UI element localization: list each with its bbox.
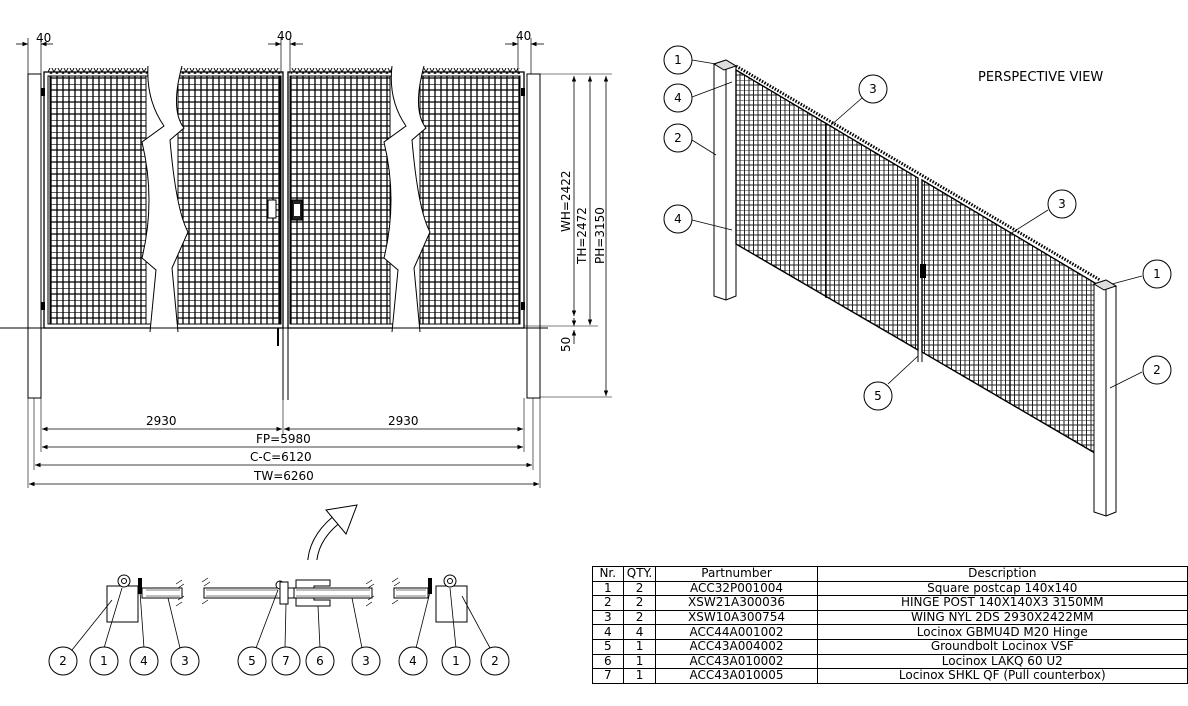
dim-wing-right: 2930 — [388, 414, 419, 428]
bom-cell-nr: 2 — [592, 595, 624, 611]
dim-th: TH=2472 — [575, 207, 589, 265]
bom-header-nr: Nr. — [592, 566, 624, 582]
bom-row: 4 4 ACC44A001002 Locinox GBMU4D M20 Hing… — [592, 624, 1188, 640]
bom-row: 2 2 XSW21A300036 HINGE POST 140X140X3 31… — [592, 595, 1188, 611]
balloon-sv-6: 6 — [316, 654, 324, 668]
bom-cell-description: Locinox LAKQ 60 U2 — [816, 653, 1188, 670]
bom-header-description: Description — [816, 566, 1188, 582]
bom-cell-partnumber: ACC32P001004 — [655, 580, 818, 597]
bom-cell-description: Locinox SHKL QF (Pull counterbox) — [816, 668, 1188, 684]
balloon-pv-2b: 2 — [1153, 363, 1161, 377]
bom-cell-nr: 4 — [592, 624, 624, 640]
balloon-sv-3a: 3 — [181, 654, 189, 668]
bom-cell-partnumber: XSW21A300036 — [655, 595, 818, 611]
left-wing — [43, 65, 284, 333]
bom-cell-description: Locinox GBMU4D M20 Hinge — [816, 624, 1188, 640]
bom-cell-qty: 4 — [622, 624, 657, 640]
section-view: 2 1 4 3 5 7 6 3 4 — [48, 504, 510, 676]
balloon-sv-2b: 2 — [491, 654, 499, 668]
balloon-sv-1b: 1 — [452, 654, 460, 668]
bom-header-partnumber: Partnumber — [655, 566, 818, 582]
balloon-pv-5: 5 — [874, 389, 882, 403]
balloon-pv-3b: 3 — [1058, 197, 1066, 211]
bom-cell-partnumber: ACC43A010002 — [655, 653, 818, 670]
bom-row: 5 1 ACC43A004002 Groundbolt Locinox VSF — [592, 638, 1188, 655]
bom-cell-nr: 6 — [592, 653, 624, 670]
left-post — [27, 73, 42, 399]
balloon-sv-1a: 1 — [100, 654, 108, 668]
balloon-sv-7: 7 — [282, 654, 290, 668]
balloon-sv-3b: 3 — [362, 654, 370, 668]
balloon-pv-3a: 3 — [869, 82, 877, 96]
dim-gap: 50 — [559, 337, 573, 352]
section-balloons: 2 1 4 3 5 7 6 3 4 — [48, 587, 510, 676]
front-view: 40 40 40 WH=2422 TH=2472 PH=3150 — [0, 29, 612, 488]
bom-cell-qty: 2 — [622, 595, 657, 611]
bom-header-qty: QTY. — [622, 566, 657, 582]
dim-fp: FP=5980 — [256, 432, 311, 446]
bom-row: 6 1 ACC43A010002 Locinox LAKQ 60 U2 — [592, 653, 1188, 670]
bom-cell-qty: 1 — [622, 638, 657, 655]
bom-cell-partnumber: XSW10A300754 — [655, 609, 818, 626]
bill-of-materials: Nr. QTY. Partnumber Description 1 2 ACC3… — [592, 566, 1188, 684]
dim-ph: PH=3150 — [593, 207, 607, 264]
bom-cell-qty: 2 — [622, 580, 657, 597]
dim-wh: WH=2422 — [559, 171, 573, 232]
bom-row: 1 2 ACC32P001004 Square postcap 140x140 — [592, 580, 1188, 597]
bom-cell-partnumber: ACC43A010005 — [655, 668, 818, 684]
balloon-pv-4a: 4 — [674, 91, 682, 105]
bom-cell-description: Groundbolt Locinox VSF — [816, 638, 1188, 655]
perspective-view: PERSPECTIVE VIEW 1 4 2 — [663, 45, 1172, 517]
bom-cell-nr: 1 — [592, 580, 624, 597]
balloon-pv-2a: 2 — [674, 131, 682, 145]
dim-wing-left: 2930 — [146, 414, 177, 428]
perspective-title: PERSPECTIVE VIEW — [978, 70, 1103, 85]
right-post — [526, 73, 541, 399]
width-dims: 2930 2930 FP=5980 C-C=6120 TW=6260 — [27, 398, 541, 488]
perspective-balloons: 1 4 2 4 3 3 1 2 5 — [663, 45, 1172, 411]
bom-header-row: Nr. QTY. Partnumber Description — [592, 566, 1188, 582]
bom-cell-nr: 7 — [592, 668, 624, 684]
bom-cell-partnumber: ACC44A001002 — [655, 624, 818, 640]
balloon-sv-5: 5 — [248, 654, 256, 668]
right-wing — [287, 65, 525, 333]
dim-post-right: 40 — [516, 29, 531, 43]
bom-cell-nr: 3 — [592, 609, 624, 626]
dim-cc: C-C=6120 — [250, 450, 312, 464]
bom-cell-qty: 1 — [622, 668, 657, 684]
bom-row: 3 2 XSW10A300754 WING NYL 2DS 2930X2422M… — [592, 609, 1188, 626]
dim-post-center: 40 — [277, 29, 292, 43]
balloon-pv-1a: 1 — [674, 53, 682, 67]
bom-cell-qty: 2 — [622, 609, 657, 626]
bom-row: 7 1 ACC43A010005 Locinox SHKL QF (Pull c… — [592, 668, 1188, 684]
balloon-sv-4a: 4 — [140, 654, 148, 668]
bom-cell-partnumber: ACC43A004002 — [655, 638, 818, 655]
bom-cell-description: Square postcap 140x140 — [816, 580, 1188, 597]
bom-cell-description: HINGE POST 140X140X3 3150MM — [816, 595, 1188, 611]
balloon-pv-1b: 1 — [1153, 267, 1161, 281]
balloon-pv-4b: 4 — [674, 212, 682, 226]
dim-post-left: 40 — [36, 31, 51, 45]
bom-cell-nr: 5 — [592, 638, 624, 655]
balloon-sv-4b: 4 — [409, 654, 417, 668]
dim-tw: TW=6260 — [253, 469, 314, 483]
bom-cell-qty: 1 — [622, 653, 657, 670]
post-width-dims: 40 40 40 — [16, 29, 544, 74]
bom-cell-description: WING NYL 2DS 2930X2422MM — [816, 609, 1188, 626]
height-dims: WH=2422 TH=2472 PH=3150 50 — [524, 73, 612, 398]
balloon-sv-2a: 2 — [59, 654, 67, 668]
